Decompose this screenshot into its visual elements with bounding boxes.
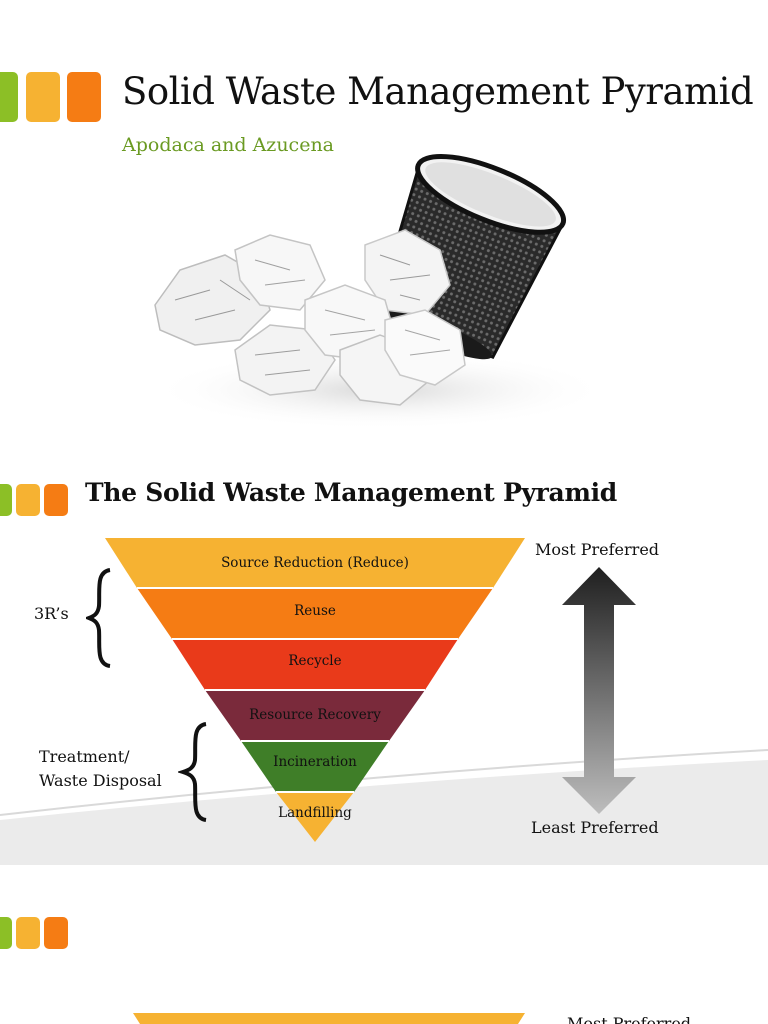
tier-label-source-reduction: Source Reduction (Reduce) bbox=[221, 555, 409, 571]
tier-label-incineration: Incineration bbox=[273, 754, 357, 770]
accent-square-green bbox=[0, 484, 12, 516]
accent-square-yellow bbox=[16, 484, 40, 516]
pyramid-labels: Source Reduction (Reduce) Reuse Recycle … bbox=[100, 450, 530, 865]
most-preferred-label-partial: Most Preferred bbox=[567, 1014, 692, 1024]
pyramid-tier-3 bbox=[172, 639, 458, 690]
accent-square-orange bbox=[44, 484, 68, 516]
tier-label-reuse: Reuse bbox=[294, 603, 336, 619]
least-preferred-label: Least Preferred bbox=[531, 818, 659, 837]
accent-square-yellow bbox=[16, 917, 40, 949]
crumpled-paper-waste-basket-image bbox=[150, 154, 610, 430]
accent-square-green bbox=[0, 72, 18, 122]
group-label-treatment: Treatment/ bbox=[39, 747, 130, 766]
accent-square-orange bbox=[44, 917, 68, 949]
pyramid-tier-4 bbox=[205, 690, 425, 741]
slide-title: The Solid Waste Management Pyramid bbox=[85, 478, 617, 507]
slide-subtitle: Apodaca and Azucena bbox=[122, 134, 335, 156]
tier-label-landfilling: Landfilling bbox=[278, 805, 352, 821]
pyramid-tier-1 bbox=[105, 538, 525, 588]
tier-label-recycle: Recycle bbox=[288, 653, 342, 669]
title-slide: Solid Waste Management Pyramid Apodaca a… bbox=[0, 0, 768, 450]
most-preferred-label: Most Preferred bbox=[535, 540, 660, 559]
pyramid-tier-2 bbox=[137, 588, 493, 639]
group-label-3rs: 3R’s bbox=[34, 604, 69, 623]
slide-title: Solid Waste Management Pyramid bbox=[122, 70, 754, 113]
accent-square-green bbox=[0, 917, 12, 949]
accent-square-orange bbox=[67, 72, 101, 122]
tier-label-resource-recovery: Resource Recovery bbox=[249, 707, 381, 723]
pyramid-tier-6 bbox=[276, 792, 354, 842]
partial-slide: Most Preferred bbox=[0, 885, 768, 1024]
group-label-waste-disposal: Waste Disposal bbox=[39, 771, 162, 790]
pyramid-slide: The Solid Waste Management Pyramid Sourc… bbox=[0, 450, 768, 865]
double-arrow-icon bbox=[562, 567, 636, 814]
brace-3rs bbox=[86, 568, 111, 668]
brace-treatment bbox=[178, 722, 207, 822]
waste-pyramid bbox=[105, 538, 525, 842]
accent-square-yellow bbox=[26, 72, 60, 122]
pyramid-tier-5 bbox=[241, 741, 389, 792]
waste-pyramid-partial bbox=[133, 1013, 525, 1024]
